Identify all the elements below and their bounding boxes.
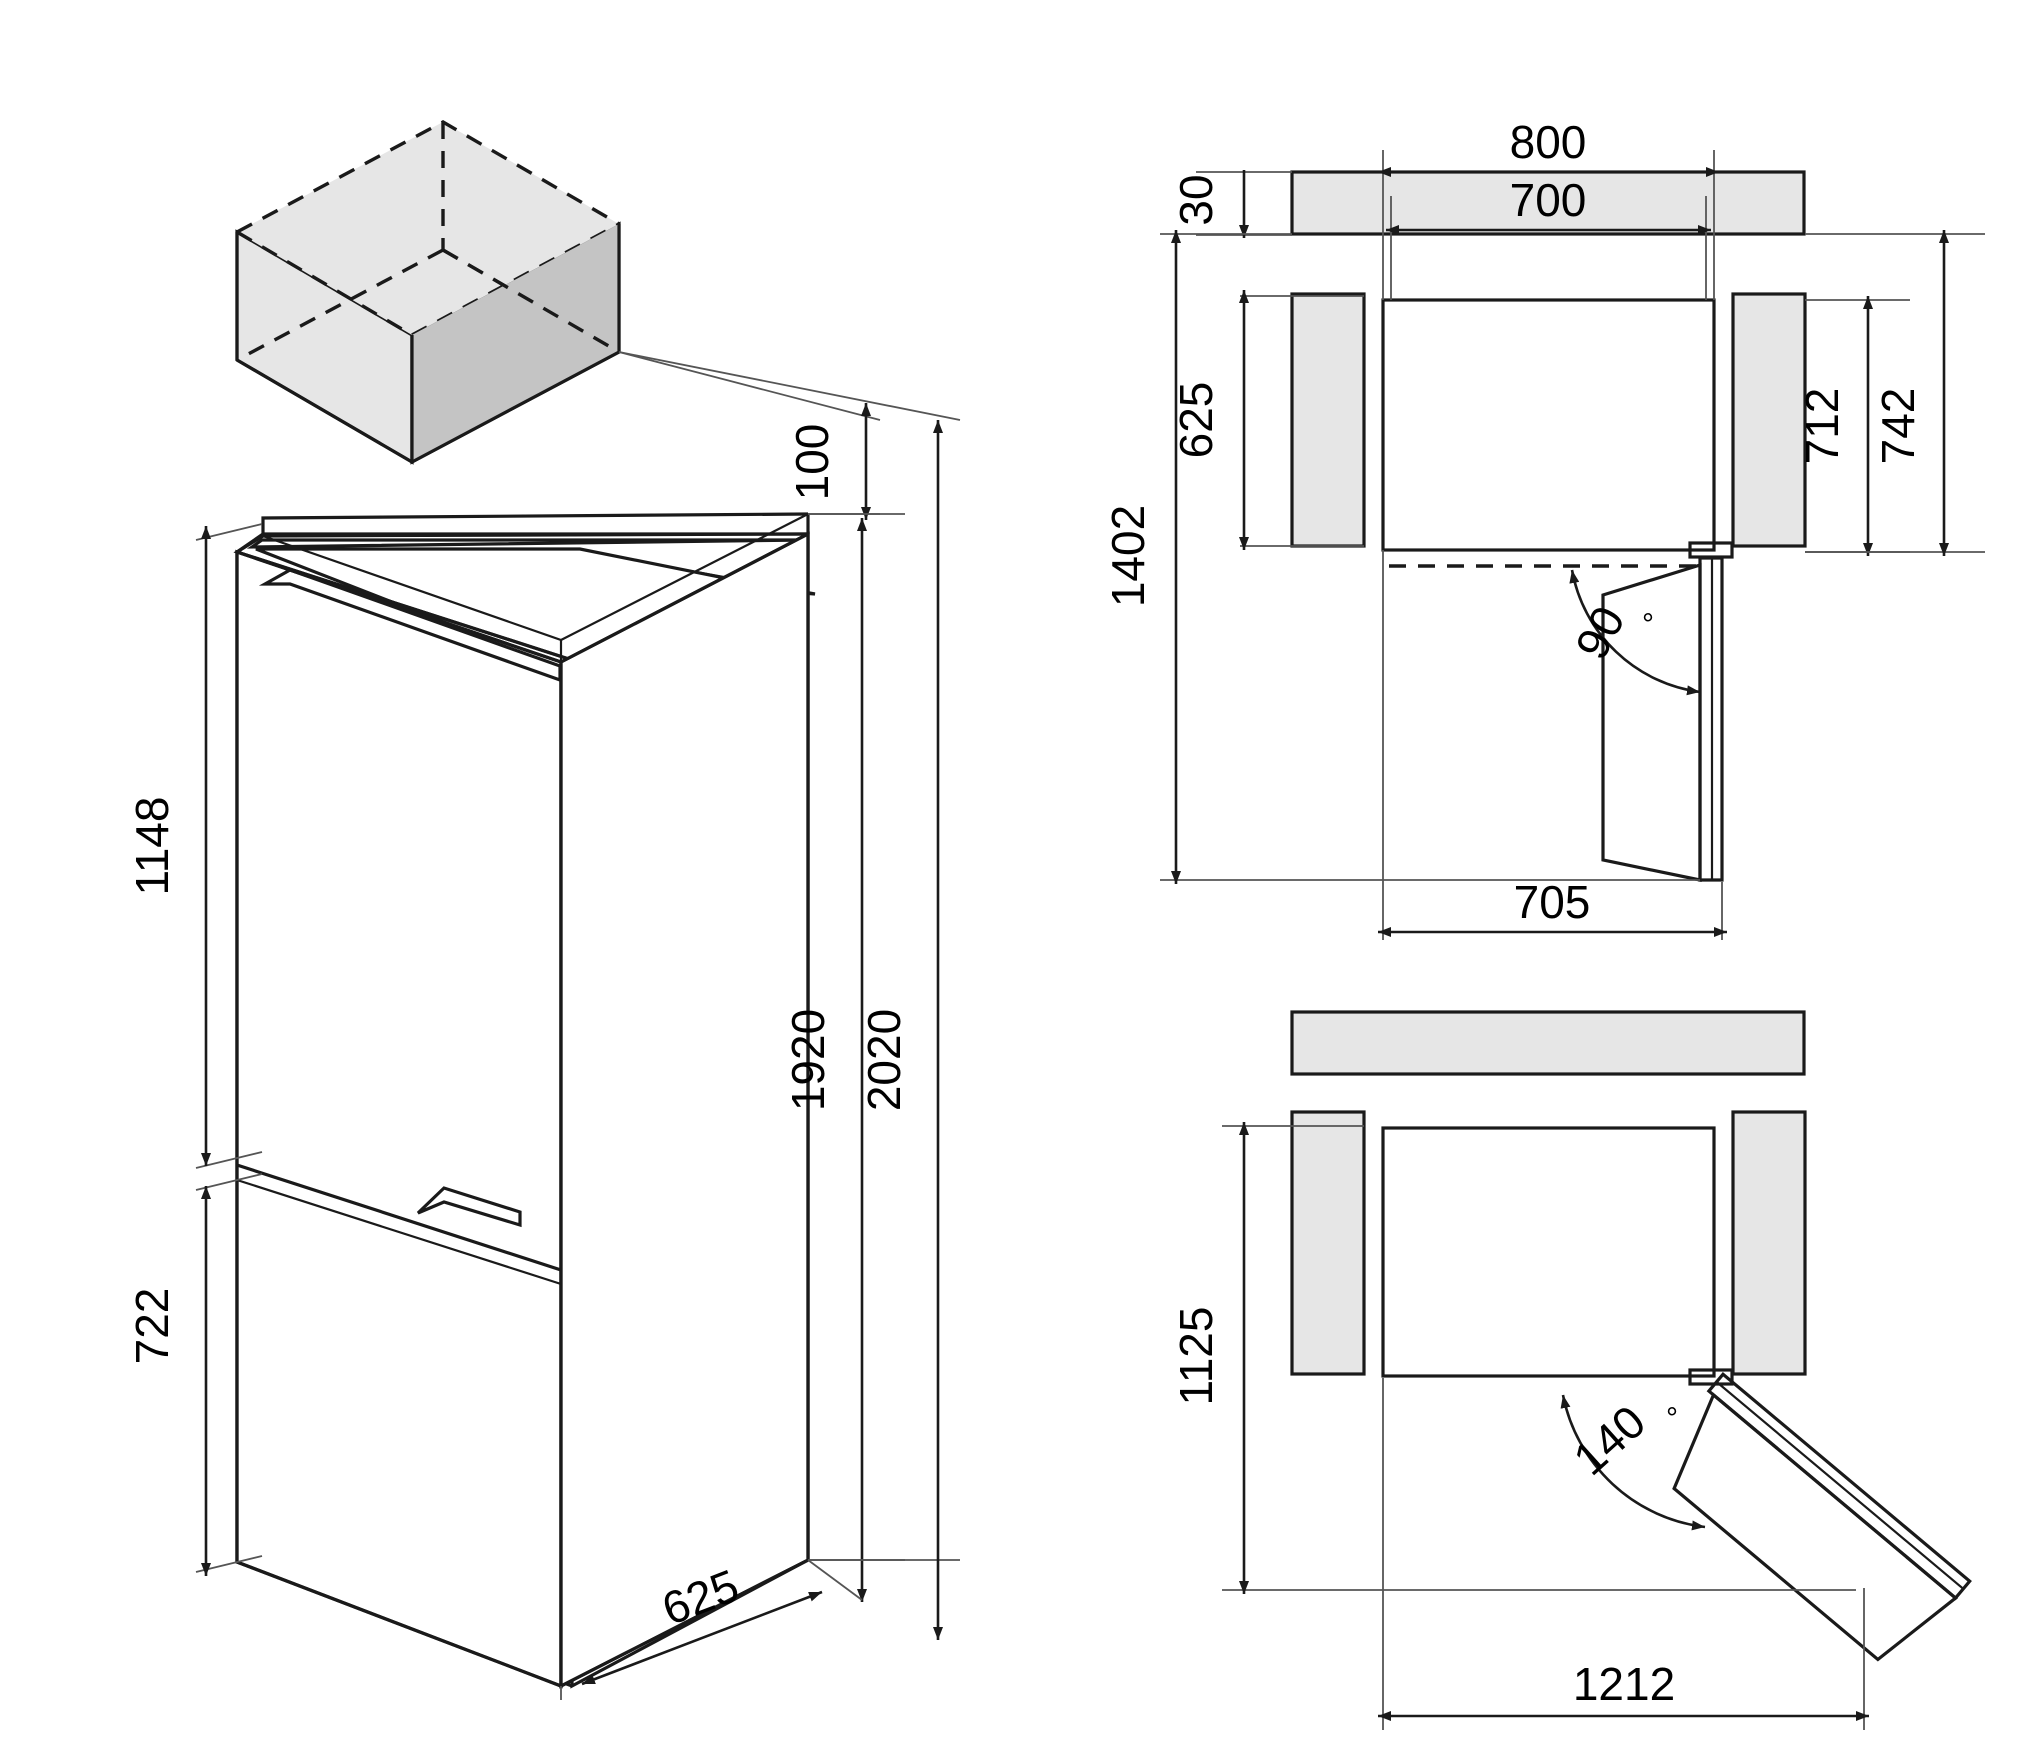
dim-top-742: 742 xyxy=(1805,230,1985,556)
door-hinge-140 xyxy=(1688,1368,1734,1386)
niche-back-left-bottom xyxy=(236,248,444,362)
dim-label-625-top: 625 xyxy=(1170,382,1222,459)
dim-label-742: 742 xyxy=(1872,388,1924,465)
plan-view-90: 90 ° 800 700 30 xyxy=(1102,116,1985,940)
dim-label-700: 700 xyxy=(1510,174,1587,226)
angle-arc-140 xyxy=(1560,1394,1706,1531)
left-side-panel-90 xyxy=(1290,292,1366,548)
door-open-140 xyxy=(1672,1371,1972,1662)
dim-top-712: 712 xyxy=(1796,296,1910,556)
isometric-view: 100 1148 722 1920 xyxy=(126,120,961,1700)
angle-arc-90 xyxy=(1569,569,1701,696)
worktop-slab xyxy=(1290,170,1806,236)
niche-hidden-diag xyxy=(442,248,620,354)
appliance-top-outer xyxy=(261,512,809,536)
appliance-plan-90 xyxy=(1381,298,1716,552)
door-panel-140 xyxy=(1672,1392,1959,1662)
dim-iso-100: 100 xyxy=(618,351,881,520)
dim-top-30: 30 xyxy=(1170,170,1292,238)
dim-label-1125: 1125 xyxy=(1170,1307,1222,1406)
dim-top-1402: 1402 xyxy=(1102,230,1700,884)
appliance-plan-140 xyxy=(1381,1126,1716,1378)
freezer-door-handle xyxy=(416,1186,522,1228)
dim-label-90-degree-sign: ° xyxy=(1642,608,1654,641)
dim-iso-2020: 2020 xyxy=(618,351,961,1640)
ext-625-b xyxy=(807,1559,863,1601)
ext-100-top xyxy=(618,351,881,421)
dim-top-705: 705 xyxy=(1378,550,1727,940)
dim-iso-1148: 1148 xyxy=(126,523,263,1169)
dim-label-1402: 1402 xyxy=(1102,505,1154,607)
worktop-slab-140 xyxy=(1290,1010,1806,1076)
dim-label-90: 90 xyxy=(1565,598,1635,668)
niche-right-face-fill xyxy=(412,224,619,462)
dim-label-140: 140 xyxy=(1563,1395,1655,1485)
dim-label-140-degree-sign: ° xyxy=(1666,1402,1678,1435)
niche-interior xyxy=(237,122,619,335)
right-side-panel-140 xyxy=(1731,1110,1807,1376)
ext-2020-top xyxy=(618,351,961,421)
left-side-panel-140 xyxy=(1290,1110,1366,1376)
niche-bottom-left-edge xyxy=(236,358,413,464)
dim-top-700: 700 xyxy=(1386,174,1711,300)
appliance-front-face-fill xyxy=(559,531,810,1689)
appliance-top-band-right xyxy=(560,513,809,641)
dimline-625-iso xyxy=(581,1590,823,1686)
door-gap-lower xyxy=(236,1178,562,1286)
dim-label-2020: 2020 xyxy=(858,1009,910,1111)
dim-bot-1212: 1212 xyxy=(1378,1378,1869,1730)
niche-bottom-right-edge xyxy=(411,350,620,464)
dim-label-1920: 1920 xyxy=(782,1009,834,1111)
appliance-left-face-fill xyxy=(235,549,563,1689)
door-gap-upper xyxy=(236,1163,562,1272)
dim-label-712: 712 xyxy=(1796,388,1848,465)
dim-label-800: 800 xyxy=(1510,116,1587,168)
dim-label-705: 705 xyxy=(1514,876,1591,928)
dim-label-1148: 1148 xyxy=(126,797,178,896)
dim-top-800: 800 xyxy=(1378,116,1719,300)
plan-view-140: 140 ° 1125 1212 xyxy=(1170,1010,1972,1730)
right-side-panel-90 xyxy=(1731,292,1807,548)
dim-label-722: 722 xyxy=(126,1288,178,1365)
dim-iso-722: 722 xyxy=(126,1173,263,1576)
door-leaf-140-center xyxy=(1715,1381,1964,1590)
door-open-90 xyxy=(1601,541,1734,882)
door-panel-140-edge xyxy=(1673,1487,1879,1661)
dim-iso-1920: 1920 xyxy=(782,513,905,1602)
appliance-body xyxy=(233,512,816,1689)
fridge-door-handle xyxy=(258,568,562,683)
niche-box xyxy=(235,120,621,465)
appliance-top-helper xyxy=(246,538,809,549)
dim-bot-1125: 1125 xyxy=(1170,1122,1856,1594)
dim-label-100: 100 xyxy=(786,424,838,501)
dim-label-30: 30 xyxy=(1170,174,1222,225)
dim-label-1212: 1212 xyxy=(1573,1658,1675,1710)
